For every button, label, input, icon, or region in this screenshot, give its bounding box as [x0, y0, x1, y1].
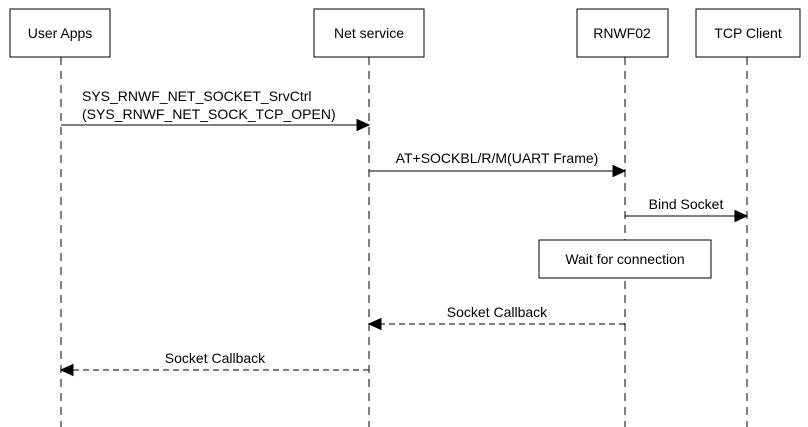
participant-tcp-client: TCP Client [695, 8, 801, 58]
arrowhead-left [367, 317, 382, 331]
arrowhead-left [59, 363, 74, 377]
message-at-sockbl-label: AT+SOCKBL/R/M(UART Frame) [396, 150, 599, 166]
participant-tcp-client-label: TCP Client [714, 25, 782, 41]
message-bind-socket: Bind Socket [625, 196, 749, 223]
message-socket-callback-2: Socket Callback [59, 350, 369, 377]
message-socket-callback-1-label: Socket Callback [447, 304, 548, 320]
note-wait-for-connection: Wait for connection [538, 239, 712, 279]
note-wait-for-connection-text: Wait for connection [565, 251, 684, 267]
participant-rnwf02-label: RNWF02 [593, 25, 651, 41]
message-socket-callback-2-label: Socket Callback [165, 350, 266, 366]
arrowhead-right [734, 209, 749, 223]
message-socket-callback-1: Socket Callback [367, 304, 625, 331]
participant-net-service-label: Net service [334, 25, 404, 41]
message-at-sockbl: AT+SOCKBL/R/M(UART Frame) [369, 150, 627, 178]
message-srvctrl-open: SYS_RNWF_NET_SOCKET_SrvCtrl (SYS_RNWF_NE… [61, 88, 371, 132]
participant-user-apps: User Apps [9, 8, 111, 58]
message-bind-socket-label: Bind Socket [649, 196, 724, 212]
participant-rnwf02: RNWF02 [576, 8, 669, 58]
message-srvctrl-label-line1: SYS_RNWF_NET_SOCKET_SrvCtrl [82, 88, 311, 104]
participant-net-service: Net service [313, 8, 425, 58]
message-srvctrl-label-line2: (SYS_RNWF_NET_SOCK_TCP_OPEN) [82, 106, 336, 122]
arrowhead-right [612, 164, 627, 178]
arrowhead-right [356, 118, 371, 132]
participant-user-apps-label: User Apps [28, 25, 93, 41]
